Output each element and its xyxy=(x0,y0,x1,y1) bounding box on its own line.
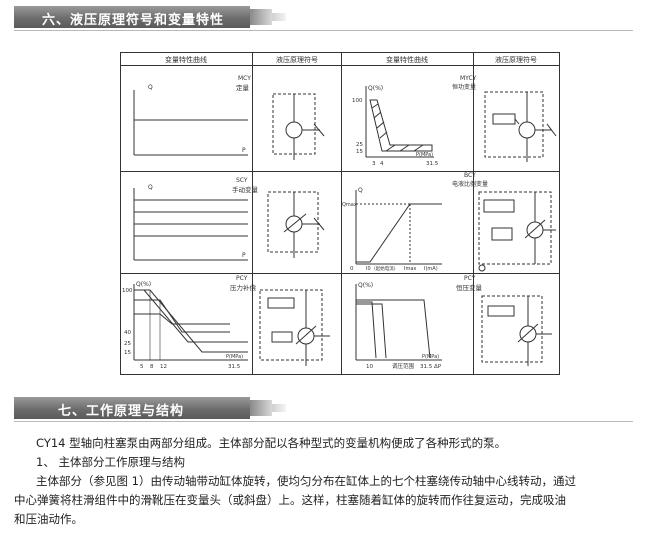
cell-pcy-curve: Q(%) P(MPa) 100 40 25 15 5 8 12 31.5 PCY… xyxy=(122,275,257,370)
cell-scy-symbol xyxy=(267,191,325,258)
mycy-x-tick-4: 4 xyxy=(380,161,384,167)
body-paragraph-2: 1、 主体部分工作原理与结构 xyxy=(36,455,185,469)
pcy2-x-tick-10: 10 xyxy=(366,364,373,370)
bcy-imax-label: Imax xyxy=(404,266,416,272)
scy-code: SCY xyxy=(236,177,248,184)
body-text: CY14 型轴向柱塞泵由两部分组成。主体部分配以各种型式的变量机构便成了各种形式… xyxy=(14,434,639,529)
pcy2-name: 恒压变量 xyxy=(456,283,483,292)
col-header-4: 液压原理符号 xyxy=(495,55,537,64)
scy-axis-y: Q xyxy=(148,184,153,191)
mycy-y-tick-15: 15 xyxy=(356,149,363,155)
cell-scy-curve: Q P SCY 手动变量 xyxy=(133,177,259,261)
bcy-code: BCY xyxy=(464,172,476,179)
variable-characteristics-table: 变量特性曲线 液压原理符号 变量特性曲线 液压原理符号 Q P MCY 定量 Q… xyxy=(120,52,560,375)
mycy-code: MYCY xyxy=(460,75,477,82)
cell-mcy-curve: Q P MCY 定量 xyxy=(133,75,251,156)
mycy-x-tick-3: 3 xyxy=(372,161,376,167)
mcy-name: 定量 xyxy=(236,83,250,92)
pcy-x-tick-8: 8 xyxy=(150,364,154,370)
bcy-axis-y: Q xyxy=(358,187,363,194)
pcy-x-tick-31-5: 31.5 xyxy=(228,364,241,370)
col-header-3: 变量特性曲线 xyxy=(386,55,428,64)
scy-name: 手动变量 xyxy=(232,185,259,194)
pcy-name: 压力补偿 xyxy=(230,283,257,292)
section-6-header: 六、液压原理符号和变量特性 xyxy=(14,6,286,28)
cell-pcy2-curve: Q(%) P(MPa) 10 31.5 调压范围 ΔP PCY 恒压变量 xyxy=(355,275,483,370)
bcy-q-max: Qmax xyxy=(342,202,357,208)
mcy-axis-x: P xyxy=(242,147,246,154)
pcy-y-tick-25: 25 xyxy=(124,341,131,347)
pcy2-axis-y: Q(%) xyxy=(358,282,373,289)
bcy-i-label: (起始电流) xyxy=(374,265,396,272)
mycy-name: 恒功变量 xyxy=(452,83,476,91)
body-paragraph-1: CY14 型轴向柱塞泵由两部分组成。主体部分配以各种型式的变量机构便成了各种形式… xyxy=(36,436,507,450)
bcy-name: 电液比例变量 xyxy=(452,180,488,188)
mcy-code: MCY xyxy=(238,75,251,82)
section-6-title: 六、液压原理符号和变量特性 xyxy=(42,13,225,28)
mycy-axis-x: P(MPa) xyxy=(416,152,433,158)
cell-mcy-symbol xyxy=(272,93,325,160)
pcy2-x-tick-31-5: 31.5 xyxy=(420,364,433,370)
pcy-axis-x: P(MPa) xyxy=(226,354,243,360)
cell-mycy-symbol xyxy=(484,91,557,162)
mycy-y-tick-25: 25 xyxy=(356,142,363,148)
section-7-header: 七、工作原理与结构 xyxy=(14,397,286,419)
pcy-y-tick-15: 15 xyxy=(124,350,131,356)
cell-bcy-symbol xyxy=(478,191,556,272)
mycy-y-tick-100: 100 xyxy=(352,98,363,104)
cell-mycy-curve: Q(%) P(MPa) 100 25 15 3 4 31.5 MYCY 恒功变量 xyxy=(352,75,477,167)
pcy-x-tick-12: 12 xyxy=(160,364,167,370)
body-paragraph-3: 主体部分（参见图 1）由传动轴带动缸体旋转，使均匀分布在缸体上的七个柱塞绕传动轴… xyxy=(36,474,576,488)
mycy-axis-y: Q(%) xyxy=(368,85,383,92)
cell-pcy-symbol xyxy=(259,289,330,366)
col-header-2: 液压原理符号 xyxy=(276,55,318,64)
section-7-divider xyxy=(14,421,633,422)
pcy2-axis-x: P(MPa) xyxy=(422,354,439,360)
mcy-axis-y: Q xyxy=(148,84,153,91)
cell-bcy-curve: Q Qmax 0 I0 (起始电流) Imax I(mA) BCY 电液比例变量 xyxy=(342,172,488,272)
pcy-y-tick-100: 100 xyxy=(122,288,133,294)
pcy-axis-y: Q(%) xyxy=(136,281,151,288)
pcy-x-tick-5: 5 xyxy=(140,364,144,370)
pcy-code: PCY xyxy=(236,275,248,282)
bcy-axis-x: I(mA) xyxy=(424,266,438,272)
section-6-divider xyxy=(14,30,633,31)
pcy2-range-label: 调压范围 xyxy=(392,362,415,370)
body-paragraph-4: 中心弹簧将柱滑组件中的滑靴压在变量头（或斜盘）上。这样，柱塞随着缸体的旋转而作往… xyxy=(14,493,566,507)
bcy-zero: 0 xyxy=(350,266,354,272)
col-header-1: 变量特性曲线 xyxy=(165,55,207,64)
cell-pcy2-symbol xyxy=(481,295,552,366)
mycy-x-tick-31-5: 31.5 xyxy=(426,161,439,167)
pcy2-code: PCY xyxy=(464,275,476,282)
body-paragraph-5: 和压油动作。 xyxy=(14,512,83,526)
section-7-title: 七、工作原理与结构 xyxy=(58,404,185,419)
pcy-y-tick-40: 40 xyxy=(124,330,131,336)
bcy-i0-label: I0 xyxy=(366,266,371,272)
scy-axis-x: P xyxy=(242,252,246,259)
pcy2-dp-label: ΔP xyxy=(434,364,442,370)
